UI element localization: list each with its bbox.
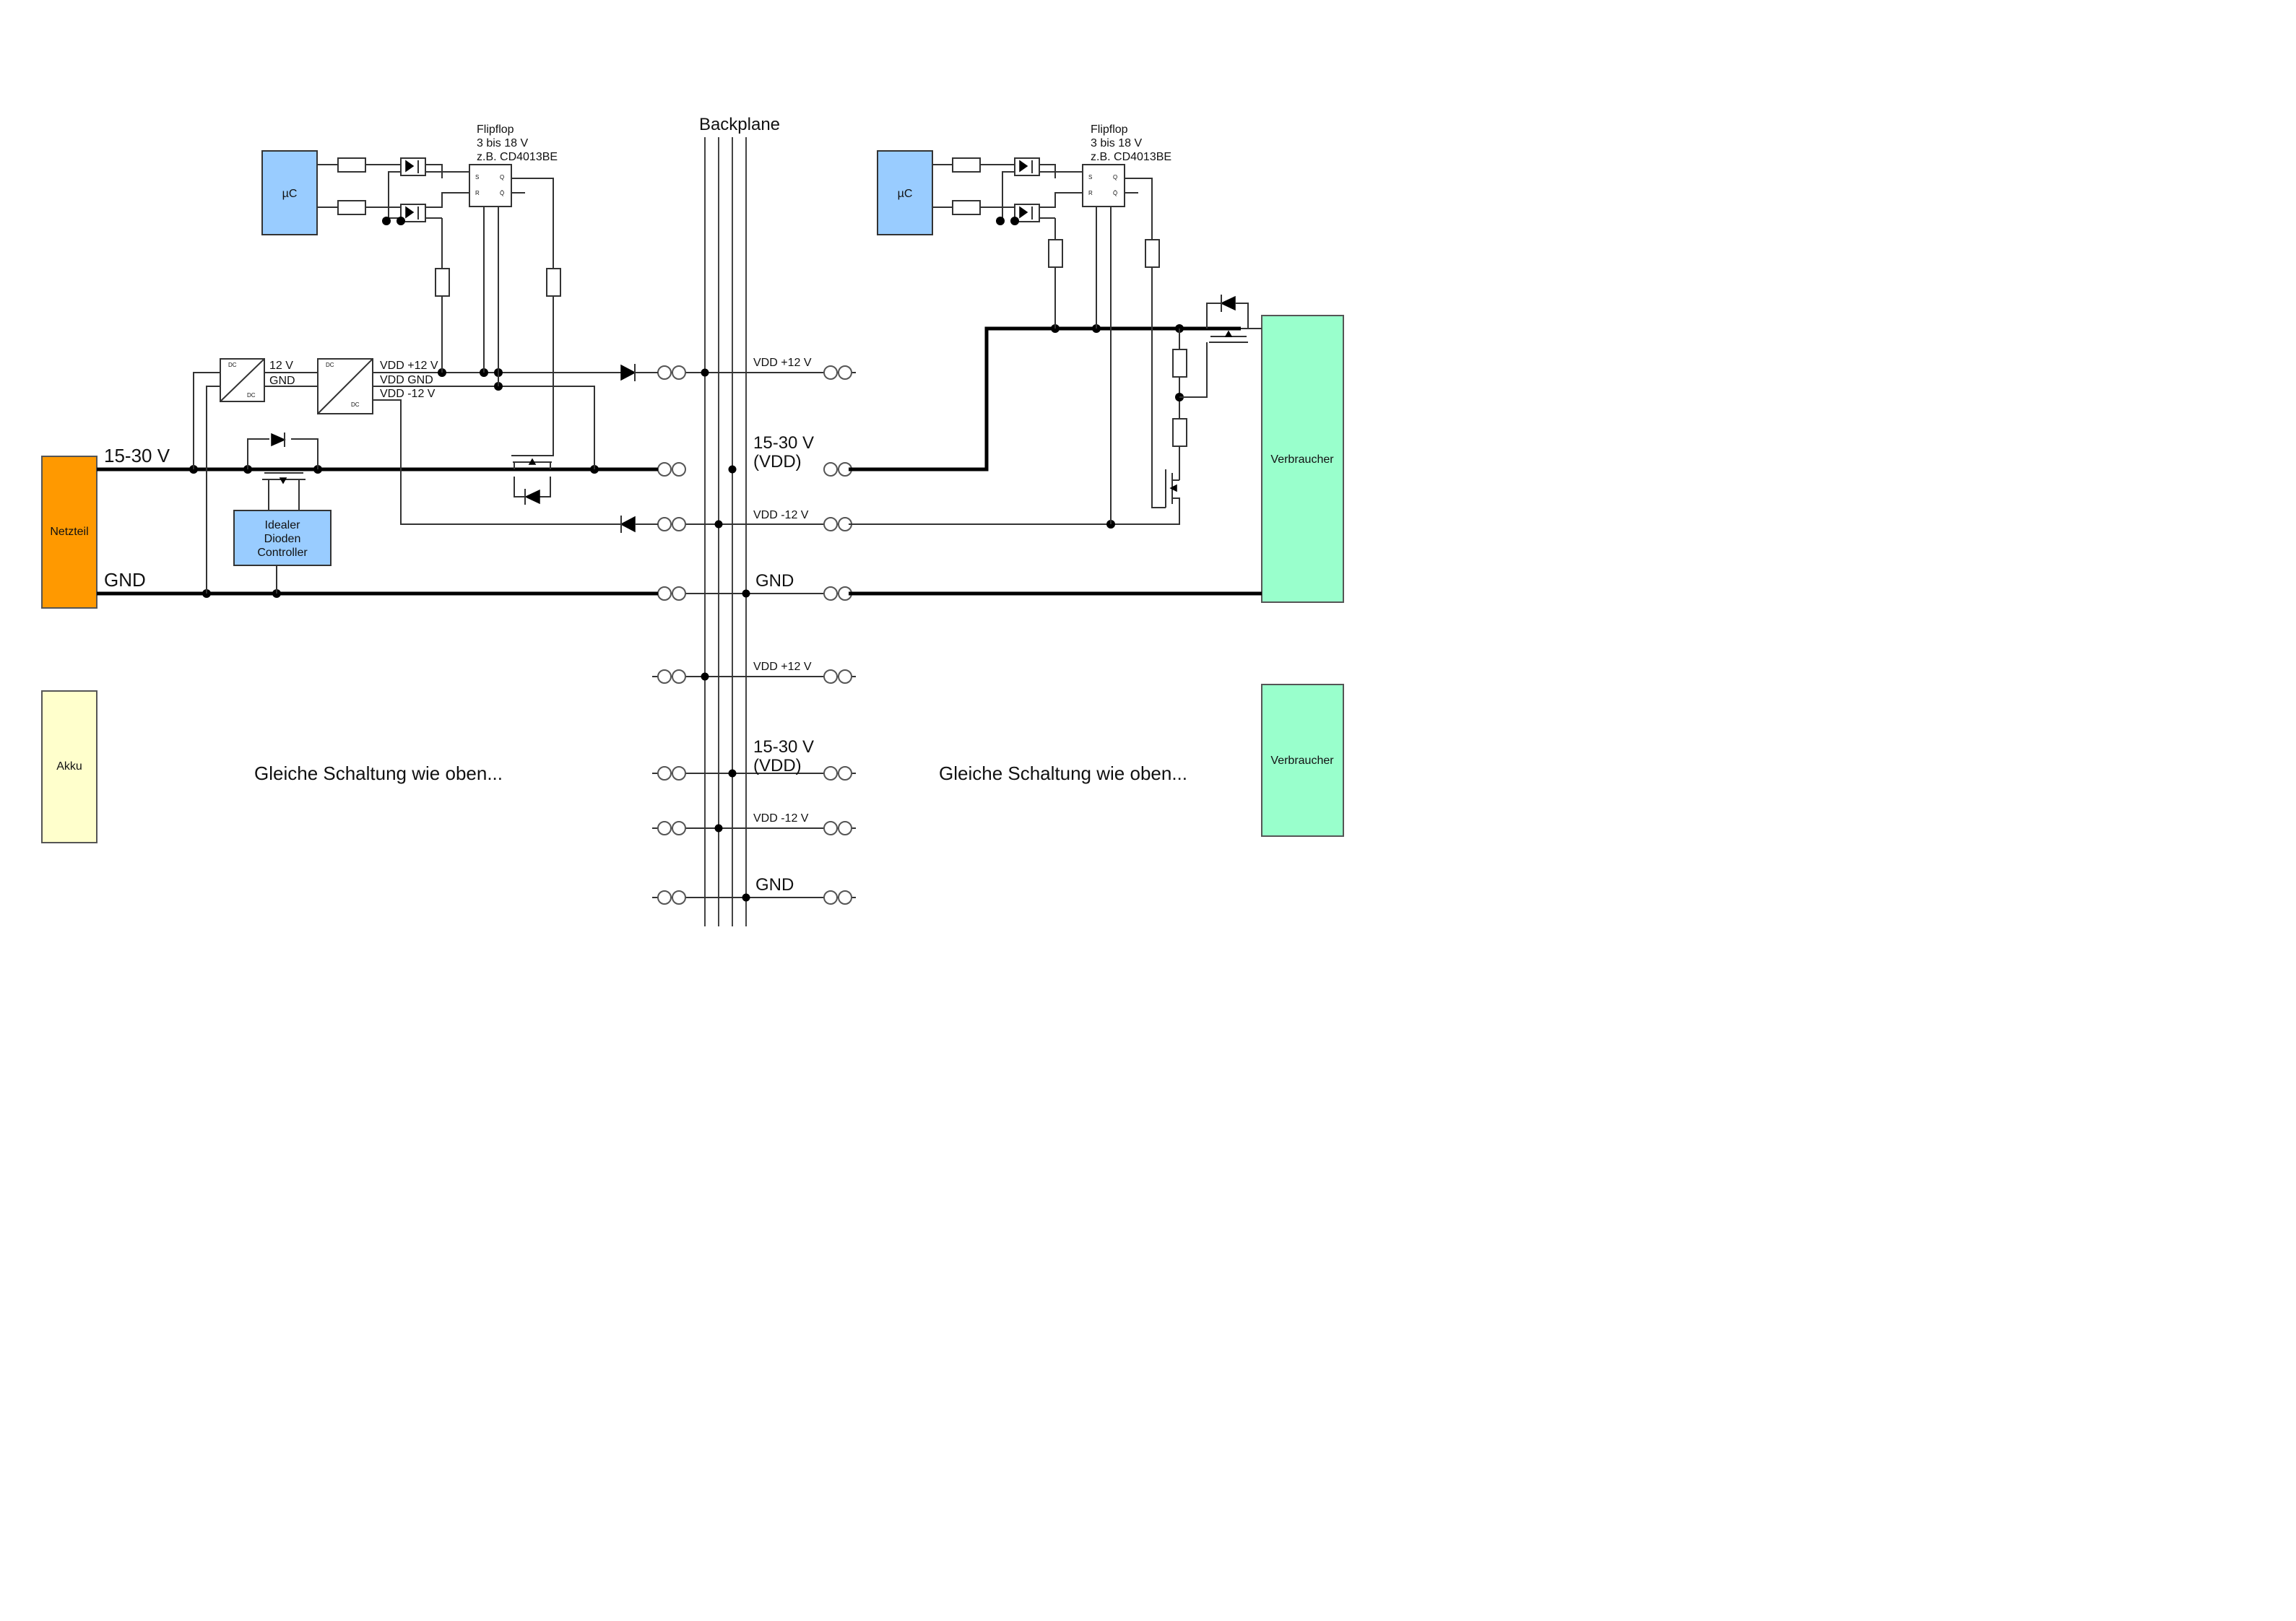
dcdc2-in-label: DC: [326, 362, 334, 368]
controller-line-3: Controller: [257, 547, 308, 559]
diode-vdd-p12-left: [620, 364, 636, 381]
akku-label: Akku: [56, 760, 82, 773]
bus-label-15-30-bottom: 15-30 V: [753, 737, 814, 757]
backplane: Backplane: [699, 115, 780, 926]
verbraucher-box-bottom: [1261, 684, 1344, 837]
controller-line-2: Dioden: [264, 533, 301, 545]
svg-text:R: R: [475, 190, 480, 196]
svg-text:S: S: [475, 174, 479, 181]
optocoupler-left-2: [400, 204, 426, 222]
bus-label-vdd-bottom: (VDD): [753, 756, 802, 775]
dcdc2-out-label: DC: [351, 401, 360, 408]
optocoupler-right-2: [1014, 204, 1040, 222]
flipflop-right-voltage: 3 bis 18 V: [1091, 137, 1142, 149]
backplane-junctions: [701, 368, 750, 902]
uc-box-left: [261, 150, 318, 235]
bus-label-gnd-bottom: GND: [755, 875, 794, 895]
flipflop-left-title: Flipflop: [477, 123, 514, 136]
rail-15-30-label: 15-30 V: [104, 445, 170, 466]
svg-text:R: R: [1088, 190, 1093, 196]
conv1-12v-label: 12 V: [269, 360, 293, 372]
gnd-label: GND: [104, 569, 146, 591]
svg-text:Q̄: Q̄: [500, 190, 504, 196]
netzteil-label: Netzteil: [50, 526, 88, 538]
svg-text:S: S: [1088, 174, 1092, 181]
backplane-label: Backplane: [699, 115, 780, 134]
left-module: Netzteil Akku 15-30 V GND DC DC 12 V GND…: [41, 123, 658, 843]
verbraucher-box-top: [1261, 315, 1344, 603]
dcdc1-out-label: DC: [247, 392, 256, 399]
verbraucher-label-top: Verbraucher: [1270, 453, 1334, 466]
bus-label-15-30-top: 15-30 V: [753, 433, 814, 453]
dcdc1-in-label: DC: [228, 362, 237, 368]
high-side-switch-right: [1165, 295, 1249, 508]
controller-line-1: Idealer: [265, 519, 301, 531]
uc-box-right: [877, 150, 933, 235]
conv2-vdd-m12-label: VDD -12 V: [380, 388, 436, 400]
bus-label-vdd-m12-bottom: VDD -12 V: [753, 812, 809, 825]
uc-label-right: µC: [898, 188, 913, 200]
svg-text:Q̄: Q̄: [1113, 190, 1117, 196]
connector-rings-right: [823, 365, 852, 905]
verbraucher-label-bottom: Verbraucher: [1270, 755, 1334, 767]
svg-text:Q: Q: [500, 174, 504, 181]
conv2-vdd-p12-label: VDD +12 V: [380, 360, 438, 372]
flipflop-left-voltage: 3 bis 18 V: [477, 137, 528, 149]
right-module: Verbraucher Verbraucher µC: [849, 123, 1344, 837]
backplane-connectors: VDD +12 V 15-30 V (VDD) VDD -12 V GND VD…: [652, 357, 856, 905]
bus-label-gnd-top: GND: [755, 571, 794, 591]
flipflop-right-part: z.B. CD4013BE: [1091, 151, 1171, 163]
ideal-diode-controller-box: [233, 510, 332, 566]
same-circuit-right: Gleiche Schaltung wie oben...: [939, 762, 1187, 784]
flipflop-left: [469, 164, 512, 207]
bus-label-vdd-top: (VDD): [753, 452, 802, 471]
ideal-diode-mosfet: [247, 433, 319, 489]
bus-label-vdd-p12-top: VDD +12 V: [753, 357, 812, 369]
uc-label-left: µC: [282, 188, 298, 200]
bus-label-vdd-p12-bottom: VDD +12 V: [753, 661, 812, 673]
diode-vdd-m12-left: [620, 516, 636, 533]
flipflop-right-title: Flipflop: [1091, 123, 1128, 136]
conv1-gnd-label: GND: [269, 375, 295, 387]
same-circuit-left: Gleiche Schaltung wie oben...: [254, 762, 503, 784]
conv2-vdd-gnd-label: VDD GND: [380, 374, 433, 386]
flipflop-right: [1082, 164, 1125, 207]
connector-rings-left: [657, 365, 686, 905]
optocoupler-right-1: [1014, 157, 1040, 176]
optocoupler-left-1: [400, 157, 426, 176]
output-mosfet-left: [511, 455, 553, 505]
flipflop-left-part: z.B. CD4013BE: [477, 151, 558, 163]
bus-label-vdd-m12-top: VDD -12 V: [753, 509, 809, 521]
netzteil-box: [41, 456, 98, 609]
svg-text:Q: Q: [1113, 174, 1117, 181]
akku-box: [41, 690, 98, 843]
